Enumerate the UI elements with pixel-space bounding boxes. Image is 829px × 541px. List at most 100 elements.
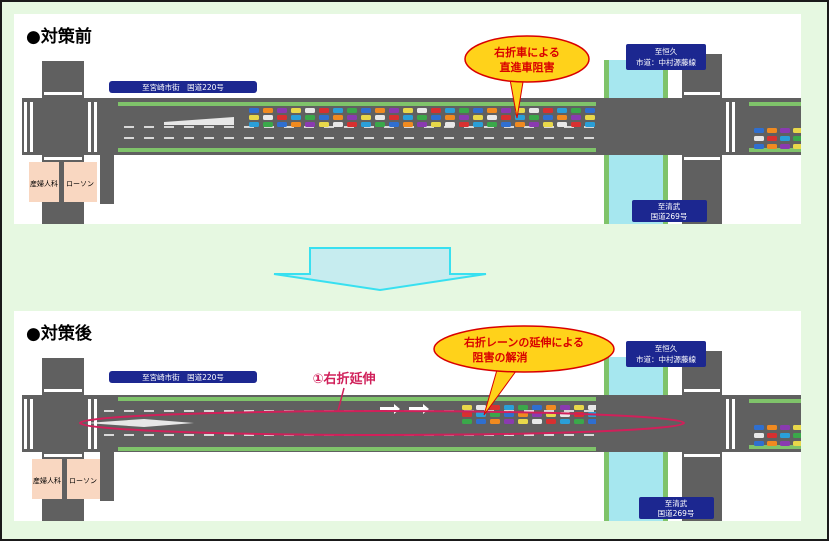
car-icon xyxy=(431,122,441,127)
car-icon xyxy=(277,122,287,127)
shop-lawson-label: ローソン xyxy=(66,180,94,188)
car-icon xyxy=(767,144,777,149)
car-icon xyxy=(793,136,803,141)
car-icon xyxy=(780,433,790,438)
car-icon xyxy=(431,108,441,113)
car-icon xyxy=(487,108,497,113)
car-icon xyxy=(375,115,385,120)
median-east-south xyxy=(749,445,801,449)
car-icon xyxy=(305,108,315,113)
car-icon xyxy=(417,122,427,127)
median-north xyxy=(118,397,598,401)
car-icon xyxy=(473,108,483,113)
shop-maternity xyxy=(29,162,59,202)
car-icon xyxy=(574,419,584,424)
car-icon xyxy=(504,412,514,417)
car-icon xyxy=(347,122,357,127)
callout-bubble xyxy=(433,325,615,373)
before-title: ●対策前 xyxy=(26,27,92,47)
car-icon xyxy=(754,144,764,149)
callout-bubble xyxy=(464,35,590,83)
car-icon xyxy=(767,441,777,446)
car-icon xyxy=(557,122,567,127)
north-label-line2: 市道：中村源藤線 xyxy=(636,354,696,364)
car-queue-east xyxy=(754,128,803,149)
shop-lawson xyxy=(67,459,100,499)
crosswalk-left xyxy=(24,389,97,457)
car-icon xyxy=(333,122,343,127)
car-icon xyxy=(417,115,427,120)
car-icon xyxy=(504,405,514,410)
car-icon xyxy=(793,128,803,133)
car-icon xyxy=(459,122,469,127)
car-icon xyxy=(793,433,803,438)
car-icon xyxy=(417,108,427,113)
car-icon xyxy=(588,405,598,410)
south-label-line1: 至清武 xyxy=(658,201,681,211)
shop-maternity-label: 産婦人科 xyxy=(30,179,58,188)
car-icon xyxy=(754,425,764,430)
car-icon xyxy=(585,115,595,120)
callout-line1: 右折車による xyxy=(493,45,560,59)
car-icon xyxy=(546,419,556,424)
car-icon xyxy=(767,425,777,430)
car-icon xyxy=(361,115,371,120)
median-east-south xyxy=(749,148,801,152)
car-icon xyxy=(333,115,343,120)
car-icon xyxy=(571,122,581,127)
car-icon xyxy=(529,108,539,113)
car-icon xyxy=(291,108,301,113)
car-icon xyxy=(263,122,273,127)
car-icon xyxy=(263,115,273,120)
median-east-north xyxy=(749,399,801,403)
shop-lawson xyxy=(64,162,97,202)
car-icon xyxy=(767,128,777,133)
car-icon xyxy=(767,136,777,141)
car-icon xyxy=(403,115,413,120)
north-label-box xyxy=(626,341,706,367)
car-queue xyxy=(249,108,651,127)
car-icon xyxy=(504,419,514,424)
hatched-island xyxy=(164,117,234,125)
car-icon xyxy=(445,108,455,113)
car-icon xyxy=(462,412,472,417)
car-icon xyxy=(490,412,500,417)
north-label-box xyxy=(626,44,706,70)
car-icon xyxy=(780,128,790,133)
car-icon xyxy=(557,115,567,120)
car-icon xyxy=(793,441,803,446)
crosswalk-left xyxy=(24,92,97,160)
car-icon xyxy=(347,115,357,120)
car-icon xyxy=(263,108,273,113)
after-road-map: ①右折延伸 産婦人科 ローソン 至宮崎市街 国道220号 至恒久 市道：中村源藤… xyxy=(22,325,803,521)
median-north xyxy=(118,102,598,106)
car-icon xyxy=(389,122,399,127)
road-label-box xyxy=(109,371,257,383)
car-icon xyxy=(305,122,315,127)
south-label-box xyxy=(632,200,707,222)
car-icon xyxy=(560,419,570,424)
car-icon xyxy=(249,122,259,127)
car-icon xyxy=(459,108,469,113)
before-panel: 産婦人科 ローソン 至宮崎市街 国道220号 至恒久 市道：中村源藤線 至清武 … xyxy=(14,14,803,224)
north-label-line1: 至恒久 xyxy=(655,46,678,56)
car-icon xyxy=(473,115,483,120)
car-icon xyxy=(588,419,598,424)
car-icon xyxy=(560,405,570,410)
down-arrow-icon xyxy=(273,247,487,292)
car-icon xyxy=(403,122,413,127)
shop-maternity-label: 産婦人科 xyxy=(33,476,61,485)
car-icon xyxy=(767,433,777,438)
side-driveway xyxy=(100,139,114,204)
before-road-map: 産婦人科 ローソン 至宮崎市街 国道220号 至恒久 市道：中村源藤線 至清武 … xyxy=(22,35,803,224)
callout-line2: 直進車阻害 xyxy=(500,60,555,74)
car-icon xyxy=(403,108,413,113)
car-icon xyxy=(459,115,469,120)
car-icon xyxy=(546,405,556,410)
shop-maternity xyxy=(32,459,62,499)
median-east-north xyxy=(749,102,801,106)
car-icon xyxy=(445,115,455,120)
car-icon xyxy=(754,441,764,446)
car-icon xyxy=(305,115,315,120)
